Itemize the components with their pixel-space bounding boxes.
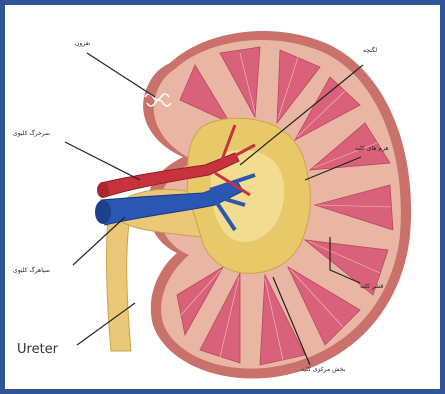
renal-artery-end [97,182,109,198]
renal-vein-end [95,200,111,224]
label-renal-artery: سرخرگ کلیوی [13,131,50,137]
leader-nephron [87,53,155,97]
label-renal-vein: سیاهرگ کلیوی [13,268,50,274]
kidney-illustration [5,5,440,389]
label-cortex: قشر کلیه [360,284,383,290]
ureter-tube [107,217,131,351]
label-pyramids: هرم های کلیه [355,146,389,152]
leader-artery [65,142,140,180]
label-medulla: بخش مرکزی کلیه [301,367,345,373]
label-nephron: نفرون [75,41,90,47]
label-ureter: Ureter [17,343,58,356]
label-pelvis: لگنچه [363,48,377,54]
